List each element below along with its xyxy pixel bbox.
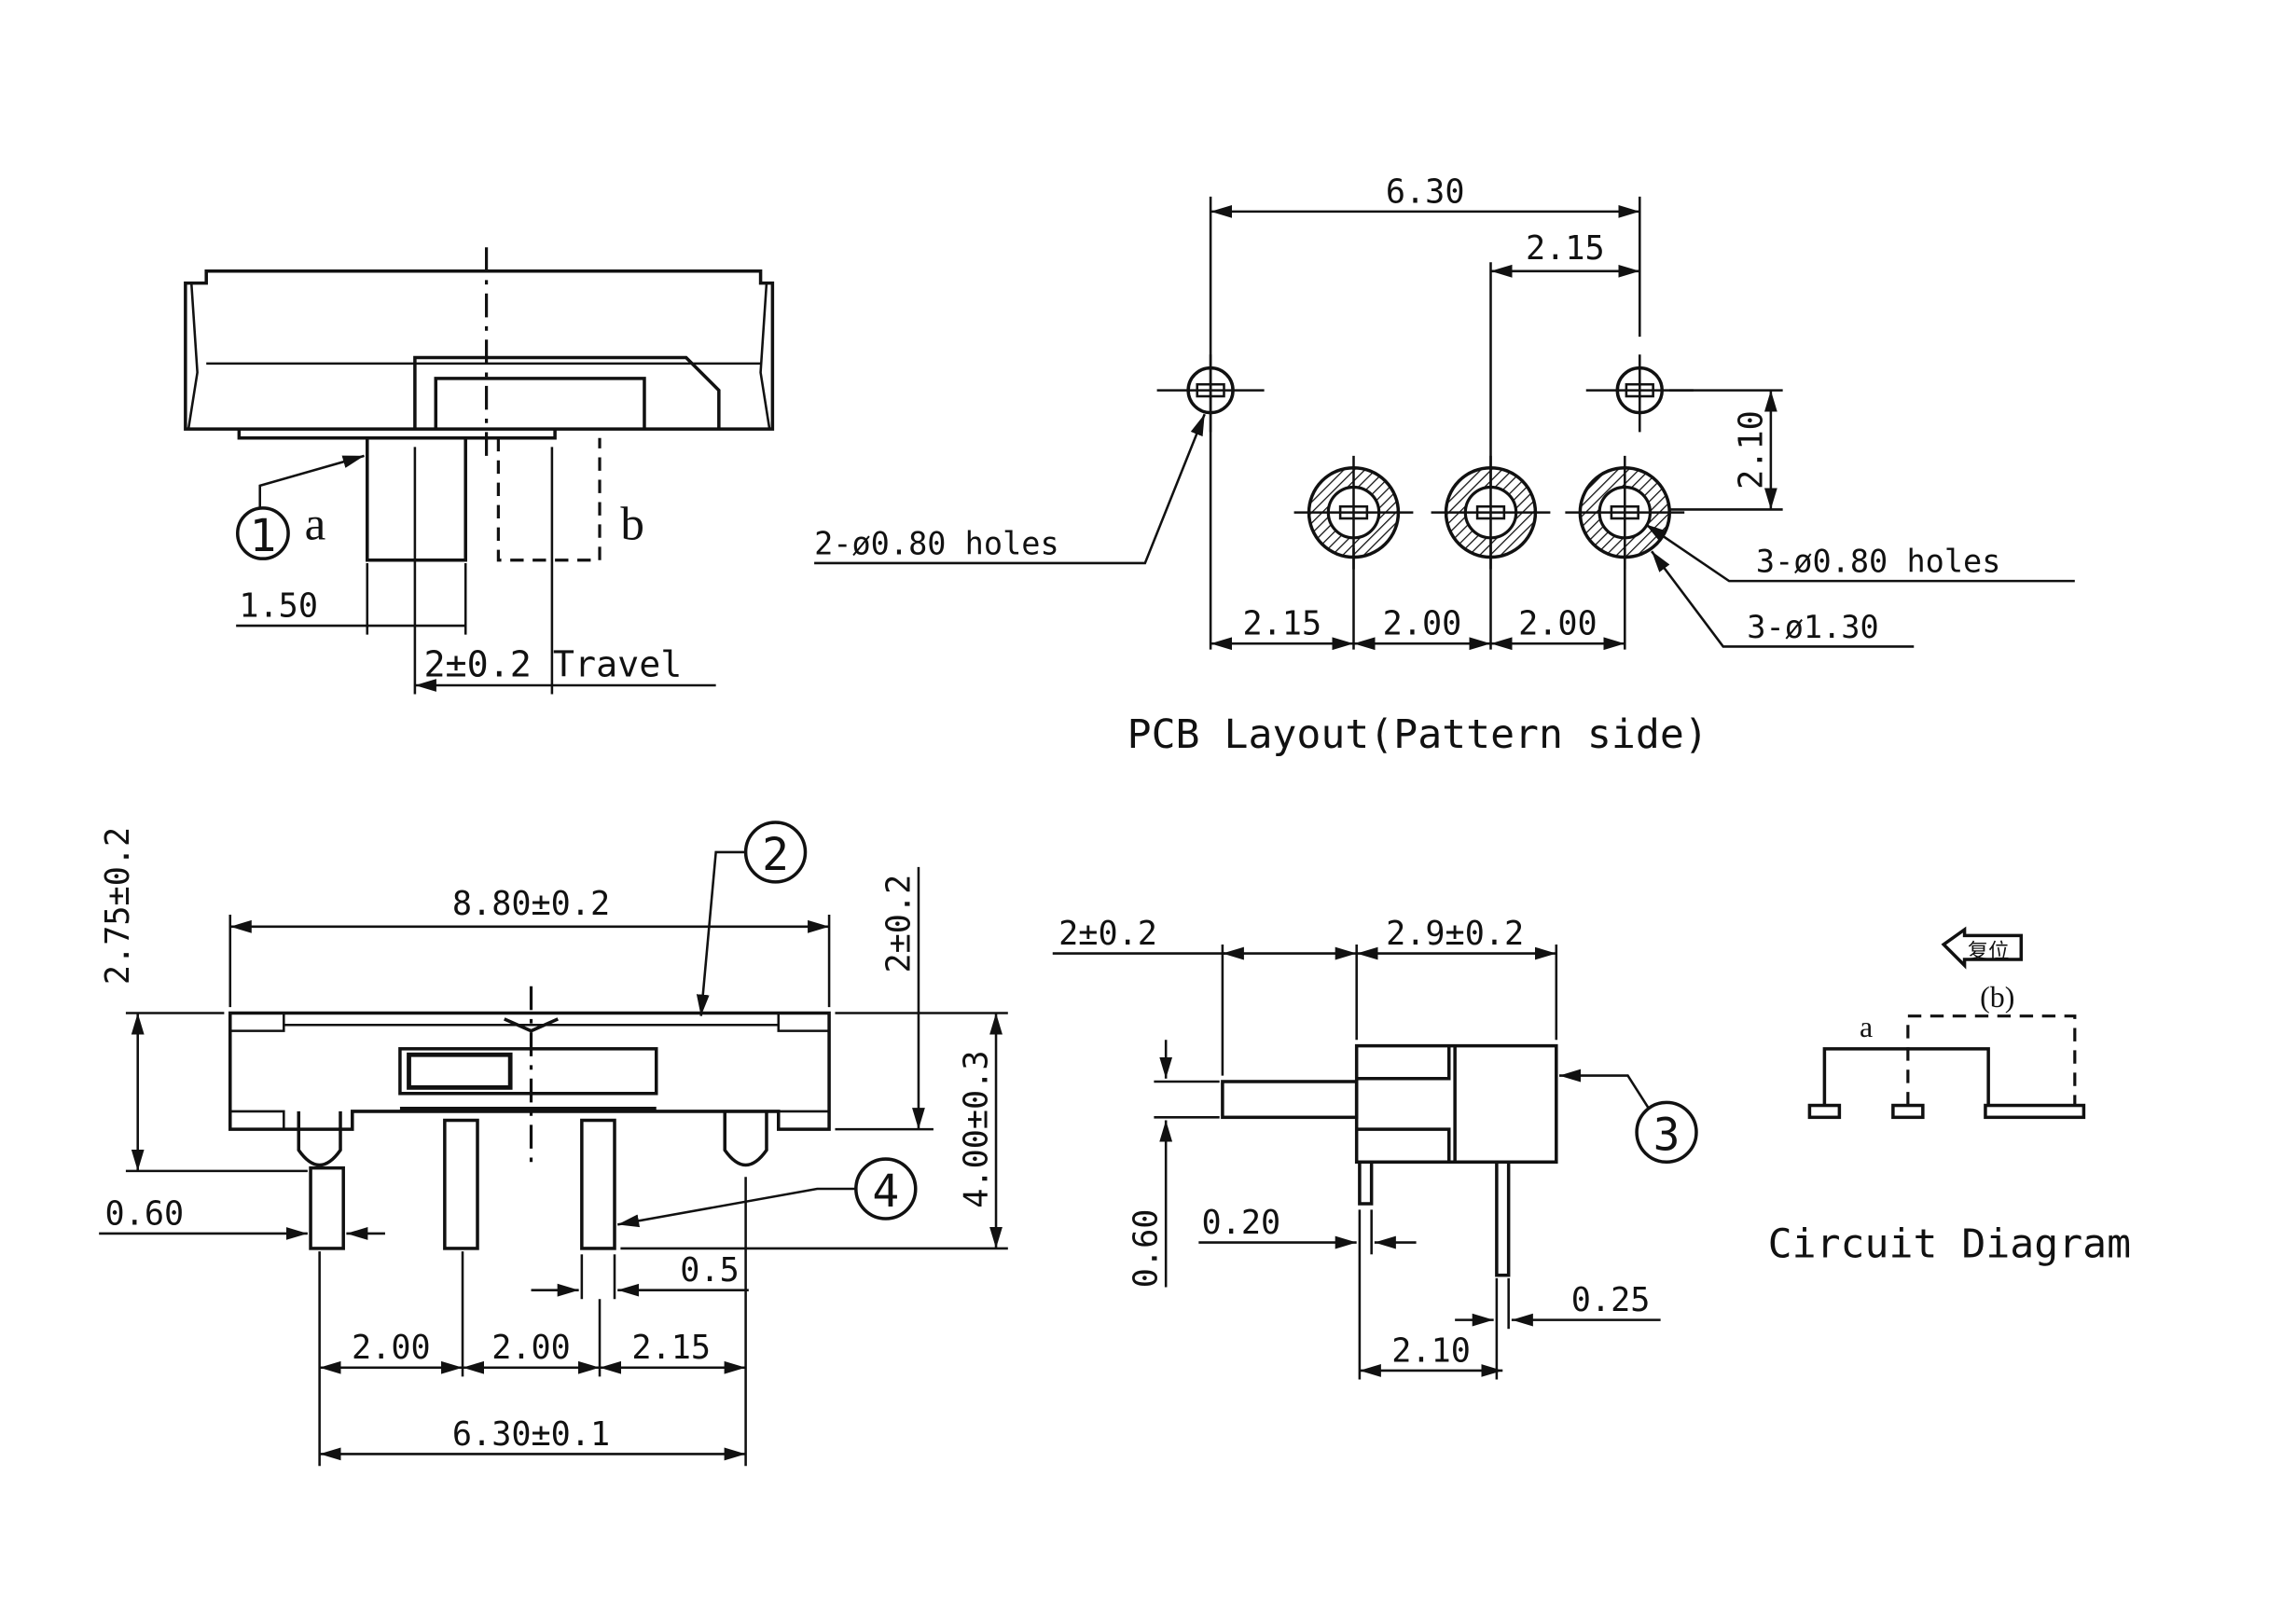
terminal-middle	[1891, 1103, 1925, 1120]
dim-2-15-top: 2.15	[1526, 229, 1605, 268]
body-step-lines	[1356, 1045, 1451, 1163]
callout-1: 1	[249, 511, 276, 562]
terminal-short	[1358, 1160, 1374, 1206]
dim-2-00-b: 2.00	[491, 1329, 571, 1367]
pad-2	[1431, 455, 1551, 570]
dim-travel: 2±0.2 Travel	[423, 643, 682, 685]
dim-2-15-bottom: 2.15	[1242, 605, 1321, 643]
body-side-bevels	[187, 283, 771, 430]
dim-2-00-b: 2.00	[1518, 605, 1598, 643]
terminal-position-b	[496, 437, 602, 562]
callout-4-leader	[616, 1187, 856, 1228]
dim-6-30: 6.30	[1386, 172, 1465, 211]
dim-2-00-a: 2.00	[352, 1329, 431, 1367]
base-plate	[237, 429, 557, 440]
pcb-layout: 6.30 2.15 2.10	[814, 172, 2075, 758]
slider-actuator	[1221, 1080, 1359, 1120]
note-3-holes: 3-ø0.80 holes	[1756, 544, 2001, 580]
label-a: a	[1860, 1011, 1873, 1043]
dim-0-60: 0.60	[105, 1194, 185, 1233]
dim-2-10: 2.10	[1732, 410, 1770, 490]
mount-peg-right	[723, 1110, 768, 1167]
terminal-2	[443, 1118, 479, 1250]
callout-3: 3	[1653, 1110, 1681, 1161]
switch-body-outline	[1354, 1043, 1558, 1165]
dim-2-00-a: 2.00	[1383, 605, 1462, 643]
dim-0-25: 0.25	[1571, 1281, 1651, 1319]
dim-0-5: 0.5	[680, 1251, 739, 1290]
dim-0-60: 0.60	[1127, 1209, 1166, 1289]
dim-2-9: 2.9±0.2	[1386, 915, 1524, 953]
dim-2-top: 2±0.2	[1058, 915, 1157, 953]
terminal-position-a	[366, 437, 467, 562]
contact-b-path	[1906, 1014, 2077, 1106]
mount-peg-left	[297, 1110, 342, 1167]
label-a: a	[305, 497, 326, 550]
dim-2-75: 2.75±0.2	[99, 827, 137, 985]
leader-3-pads	[1651, 550, 1915, 648]
slider-actuator	[413, 355, 721, 430]
dim-2-10: 2.10	[1391, 1331, 1471, 1370]
dim-4-00: 4.00±0.3	[957, 1050, 995, 1207]
mount-hole-right	[1585, 354, 1694, 433]
reset-arrow	[1941, 926, 2024, 970]
terminal-long	[1495, 1160, 1511, 1277]
terminal-right	[1984, 1103, 2086, 1120]
terminal-1	[309, 1166, 345, 1250]
callout-1-circle	[236, 506, 290, 560]
label-b: b	[620, 497, 644, 550]
pad-1	[1293, 455, 1414, 570]
slider-window	[398, 1047, 658, 1096]
dim-2-right: 2±0.2	[879, 875, 918, 973]
leader-2-holes	[814, 413, 1206, 565]
pcb-layout-title: PCB Layout(Pattern side)	[1127, 711, 1708, 758]
slider-knob	[407, 1052, 513, 1090]
pad-3	[1565, 455, 1685, 570]
callout-2: 2	[762, 830, 789, 881]
dim-0-20: 0.20	[1202, 1204, 1281, 1242]
top-view: 1 a b 1.50 2±0.2 Travel	[184, 247, 775, 695]
note-2-holes: 2-ø0.80 holes	[814, 525, 1059, 561]
callout-3-leader	[1558, 1069, 1650, 1110]
mount-hole-left	[1156, 354, 1265, 433]
note-3-pads: 3-ø1.30	[1747, 609, 1878, 645]
reset-label: 复位	[1968, 939, 2010, 963]
callout-2-leader	[696, 850, 746, 1016]
front-view: 2 4 2.75±0.2 8.80±0.2 2±0.2 4.00±0.3 0.6…	[99, 821, 1008, 1467]
terminal-3	[580, 1118, 616, 1250]
dim-6-30: 6.30±0.1	[452, 1415, 610, 1454]
callout-1-leader	[258, 454, 365, 508]
side-view: 3 2±0.2 2.9±0.2 0.60 0.20 0.25 2.10	[1052, 915, 1698, 1380]
switch-body-outline	[184, 269, 775, 431]
circuit-diagram: 复位 (b) a Circuit Diagram	[1768, 926, 2131, 1268]
terminal-left	[1807, 1103, 1842, 1120]
dim-8-80: 8.80±0.2	[452, 885, 610, 923]
top-notch	[504, 1017, 559, 1033]
dim-2-15: 2.15	[631, 1329, 711, 1367]
circuit-title: Circuit Diagram	[1768, 1221, 2131, 1268]
dim-1-50: 1.50	[239, 586, 318, 625]
body-corner-notches	[229, 1013, 830, 1130]
label-b: (b)	[1980, 981, 2014, 1014]
callout-4: 4	[872, 1166, 899, 1218]
leader-3-holes	[1644, 523, 2075, 583]
callout-3-circle	[1635, 1100, 1698, 1165]
